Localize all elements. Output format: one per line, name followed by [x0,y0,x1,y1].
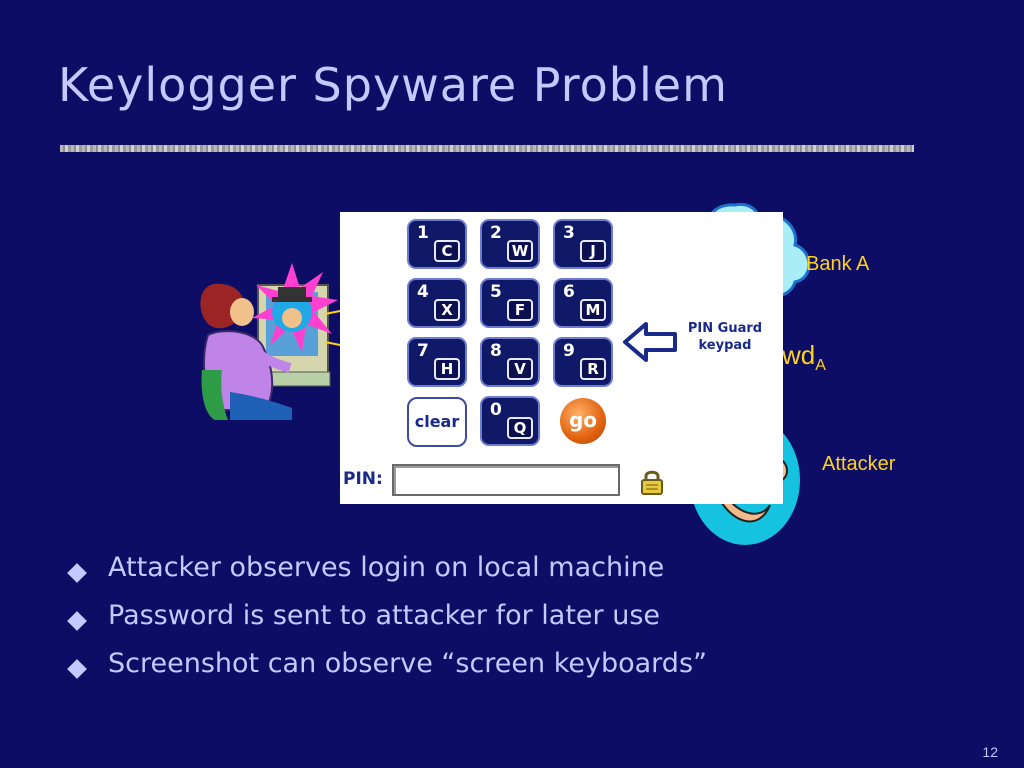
key-number: 8 [490,341,502,361]
key-number: 9 [563,341,575,361]
keypad-key-1[interactable]: 1 C [407,219,467,269]
left-arrow-icon [623,322,677,362]
go-button[interactable]: go [560,398,606,444]
key-number: 2 [490,223,502,243]
pin-guard-line1: PIN Guard [687,321,763,336]
key-number: 1 [417,223,429,243]
key-number: 7 [417,341,429,361]
attacker-label: Attacker [822,453,896,475]
keypad-key-2[interactable]: 2 W [480,219,540,269]
keypad-key-4[interactable]: 4 X [407,278,467,328]
key-letter: W [507,240,533,262]
keypad-key-8[interactable]: 8 V [480,337,540,387]
pin-guard-keypad: 1 C 2 W 3 J 4 X 5 F 6 M 7 H 8 V 9 R clea… [340,212,783,504]
key-number: 0 [490,400,502,420]
diamond-bullet-icon [67,611,87,631]
page-number: 12 [982,744,998,760]
key-number: 3 [563,223,575,243]
title-divider [60,145,914,152]
diamond-bullet-icon [67,659,87,679]
bullet-text: Attacker observes login on local machine [108,552,665,583]
diamond-bullet-icon [67,563,87,583]
lock-icon [641,470,663,495]
key-letter: C [434,240,460,262]
slide-title: Keylogger Spyware Problem [58,58,728,112]
key-number: 5 [490,282,502,302]
password-subscript: A [815,357,826,375]
key-number: 4 [417,282,429,302]
pin-label: PIN: [343,469,383,489]
pin-guard-line2: keypad [698,338,752,353]
key-letter: R [580,358,606,380]
key-letter: V [507,358,533,380]
keypad-key-5[interactable]: 5 F [480,278,540,328]
key-letter: Q [507,417,533,439]
keypad-key-6[interactable]: 6 M [553,278,613,328]
key-letter: M [580,299,606,321]
user-at-computer-icon [200,263,338,420]
pin-guard-caption: PIN Guard keypad [680,320,770,354]
keypad-key-9[interactable]: 9 R [553,337,613,387]
pin-input[interactable] [392,464,620,496]
keypad-key-3[interactable]: 3 J [553,219,613,269]
key-letter: X [434,299,460,321]
password-label: wdA [782,340,826,375]
key-letter: J [580,240,606,262]
clear-button[interactable]: clear [407,397,467,447]
key-number: 6 [563,282,575,302]
key-letter: H [434,358,460,380]
bank-label: Bank A [806,253,870,275]
bullet-text: Screenshot can observe “screen keyboards… [108,648,707,679]
keypad-key-0[interactable]: 0 Q [480,396,540,446]
keypad-key-7[interactable]: 7 H [407,337,467,387]
password-text: wd [782,340,816,370]
key-letter: F [507,299,533,321]
bullet-text: Password is sent to attacker for later u… [108,600,660,631]
